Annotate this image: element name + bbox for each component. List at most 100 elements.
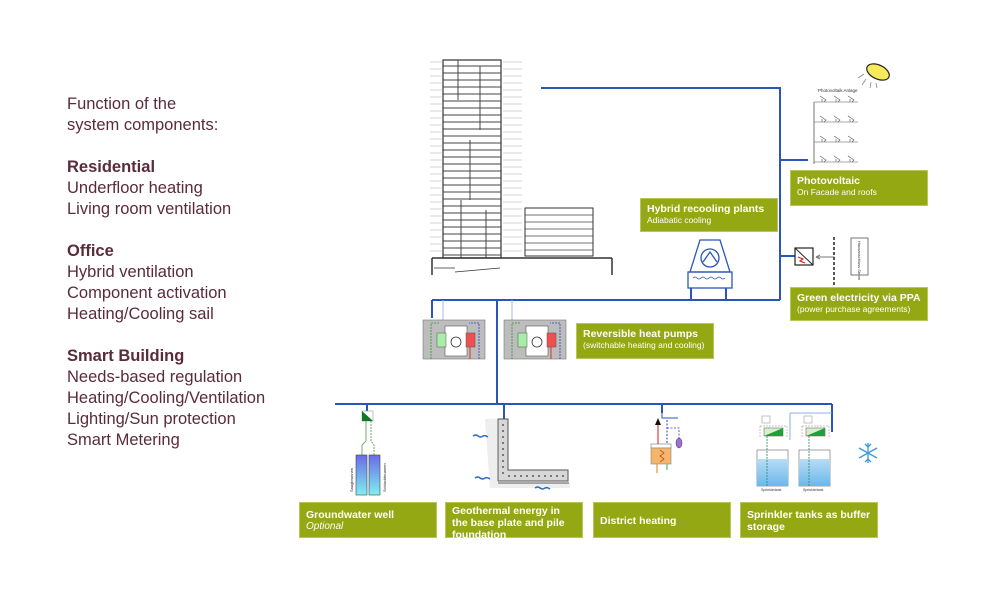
heat-pump-icon-2: [503, 319, 567, 360]
geothermal-drawing: [472, 418, 570, 490]
heat-pump-core: [444, 325, 468, 357]
compressor: [531, 336, 543, 348]
pipe-top: [541, 87, 781, 300]
photovoltaic-title: Photovoltaic: [797, 175, 861, 187]
hybrid-recooling-title: Hybrid recooling plants: [647, 203, 765, 215]
legend-item: Smart Metering: [67, 431, 180, 449]
hybrid-recooling-label: Hybrid recooling plants Adiabatic coolin…: [640, 198, 778, 232]
valve: [761, 415, 771, 424]
pv-panel: [833, 155, 841, 163]
tank-water: [757, 459, 788, 486]
photovoltaic-subtitle: On Facade and roofs: [797, 187, 877, 197]
legend-item: Heating/Cooling/Ventilation: [67, 389, 266, 407]
warm-loop: [469, 322, 480, 359]
well-label-2: Schluckbrunnen: [382, 463, 387, 492]
pv-panel: [833, 95, 841, 103]
heat-pump-core: [525, 325, 549, 357]
green-electricity-title: Green electricity via PPA: [797, 292, 921, 304]
legend-item: Living room ventilation: [67, 200, 232, 218]
groundwater-well-label: Groundwater well Optional: [299, 502, 437, 538]
pile-dot: [502, 466, 504, 468]
hybrid-recooling-icon: [687, 239, 733, 289]
sprinkler-tanks-drawing: Sprinklertank Sprinklertank: [756, 412, 832, 492]
valve-housing: [801, 425, 830, 438]
pile-dot: [502, 430, 504, 432]
legend-item: Lighting/Sun protection: [67, 410, 236, 428]
pile-dot: [502, 454, 504, 456]
legend-heading-residential: Residential: [67, 158, 156, 176]
heat-pump-evaporator: [517, 332, 528, 348]
plate-dot: [520, 475, 522, 477]
tank-label: Sprinklertank: [803, 488, 824, 492]
cold-loop: [511, 322, 520, 359]
plate-dot: [544, 475, 546, 477]
heat-pump-evaporator: [436, 332, 447, 348]
pv-panel: [847, 115, 855, 123]
plate-dot: [556, 475, 558, 477]
legend-item: Underfloor heating: [67, 179, 203, 197]
pile-dot: [502, 442, 504, 444]
valve-fill: [764, 428, 783, 436]
heat-pump-icon-1: [422, 319, 486, 360]
hybrid-recooling-subtitle: Adiabatic cooling: [647, 215, 712, 225]
plate-dot: [514, 475, 516, 477]
district-heating-drawing: [650, 413, 683, 473]
plate-dot: [532, 475, 534, 477]
well-label-1: Saugbrunnen: [349, 468, 354, 492]
pile-dot: [502, 424, 504, 426]
pv-panel: [819, 155, 827, 163]
district-heating-label: District heating: [593, 502, 731, 538]
heat-pumps-label: Reversible heat pumps (switchable heatin…: [576, 323, 714, 359]
building-elevation-drawing: [430, 59, 613, 275]
plate-dot: [550, 475, 552, 477]
green-electricity-drawing: Hausanschluss Strom: [794, 237, 869, 290]
sprinkler-tanks-title: Sprinkler tanks as buffer storage: [747, 509, 871, 533]
pile-dot: [502, 448, 504, 450]
pv-drawing-label: Photovoltaik Anlage: [818, 88, 858, 93]
heat-pumps-subtitle: (switchable heating and cooling): [583, 340, 705, 350]
district-heating-title: District heating: [600, 515, 677, 527]
legend-heading-smart-building: Smart Building: [67, 347, 185, 365]
legend-intro-line-2: system components:: [67, 116, 219, 134]
legend-intro-line-1: Function of the: [67, 95, 177, 113]
legend-heading-office: Office: [67, 242, 114, 260]
compressor: [450, 336, 462, 348]
heat-flow-arrows: [472, 434, 551, 490]
heat-pump-condenser: [465, 332, 476, 348]
geothermal-label: Geothermal energy in the base plate and …: [445, 502, 583, 541]
ppa-drawing-label: Hausanschluss Strom: [857, 241, 862, 281]
cold-loop: [430, 322, 439, 359]
pv-panel: [819, 115, 827, 123]
plate-dot: [562, 475, 564, 477]
valve-fill: [806, 428, 825, 436]
legend-item: Component activation: [67, 284, 227, 302]
heat-pump-condenser: [546, 332, 557, 348]
groundwater-well-drawing: Saugbrunnen Schluckbrunnen: [349, 410, 387, 496]
legend-item: Hybrid ventilation: [67, 263, 194, 281]
pv-panel: [819, 135, 827, 143]
pv-panel: [847, 155, 855, 163]
pipe-thin: [442, 300, 513, 320]
green-electricity-label: Green electricity via PPA (power purchas…: [790, 287, 928, 321]
tank-water: [799, 459, 830, 486]
legend-item: Needs-based regulation: [67, 368, 243, 386]
sun-icon: [857, 63, 890, 89]
legend-item: Heating/Cooling sail: [67, 305, 214, 323]
photovoltaic-label: Photovoltaic On Facade and roofs: [790, 170, 928, 206]
pv-panel: [819, 95, 827, 103]
pipe-link: [789, 412, 832, 440]
pile-dot: [502, 472, 504, 474]
tank-label: Sprinklertank: [761, 488, 782, 492]
geothermal-title: Geothermal energy in the base plate and …: [452, 505, 565, 541]
valve: [803, 415, 813, 424]
green-electricity-subtitle: (power purchase agreements): [797, 304, 911, 314]
plate-dot: [538, 475, 540, 477]
pv-panel: [847, 95, 855, 103]
groundwater-well-title: Groundwater well: [306, 509, 395, 521]
valve-housing: [759, 425, 788, 438]
pv-panel: [847, 135, 855, 143]
heat-pumps-title: Reversible heat pumps: [583, 328, 698, 340]
sprinkler-tanks-label: Sprinkler tanks as buffer storage: [740, 502, 878, 538]
pv-panel: [833, 115, 841, 123]
